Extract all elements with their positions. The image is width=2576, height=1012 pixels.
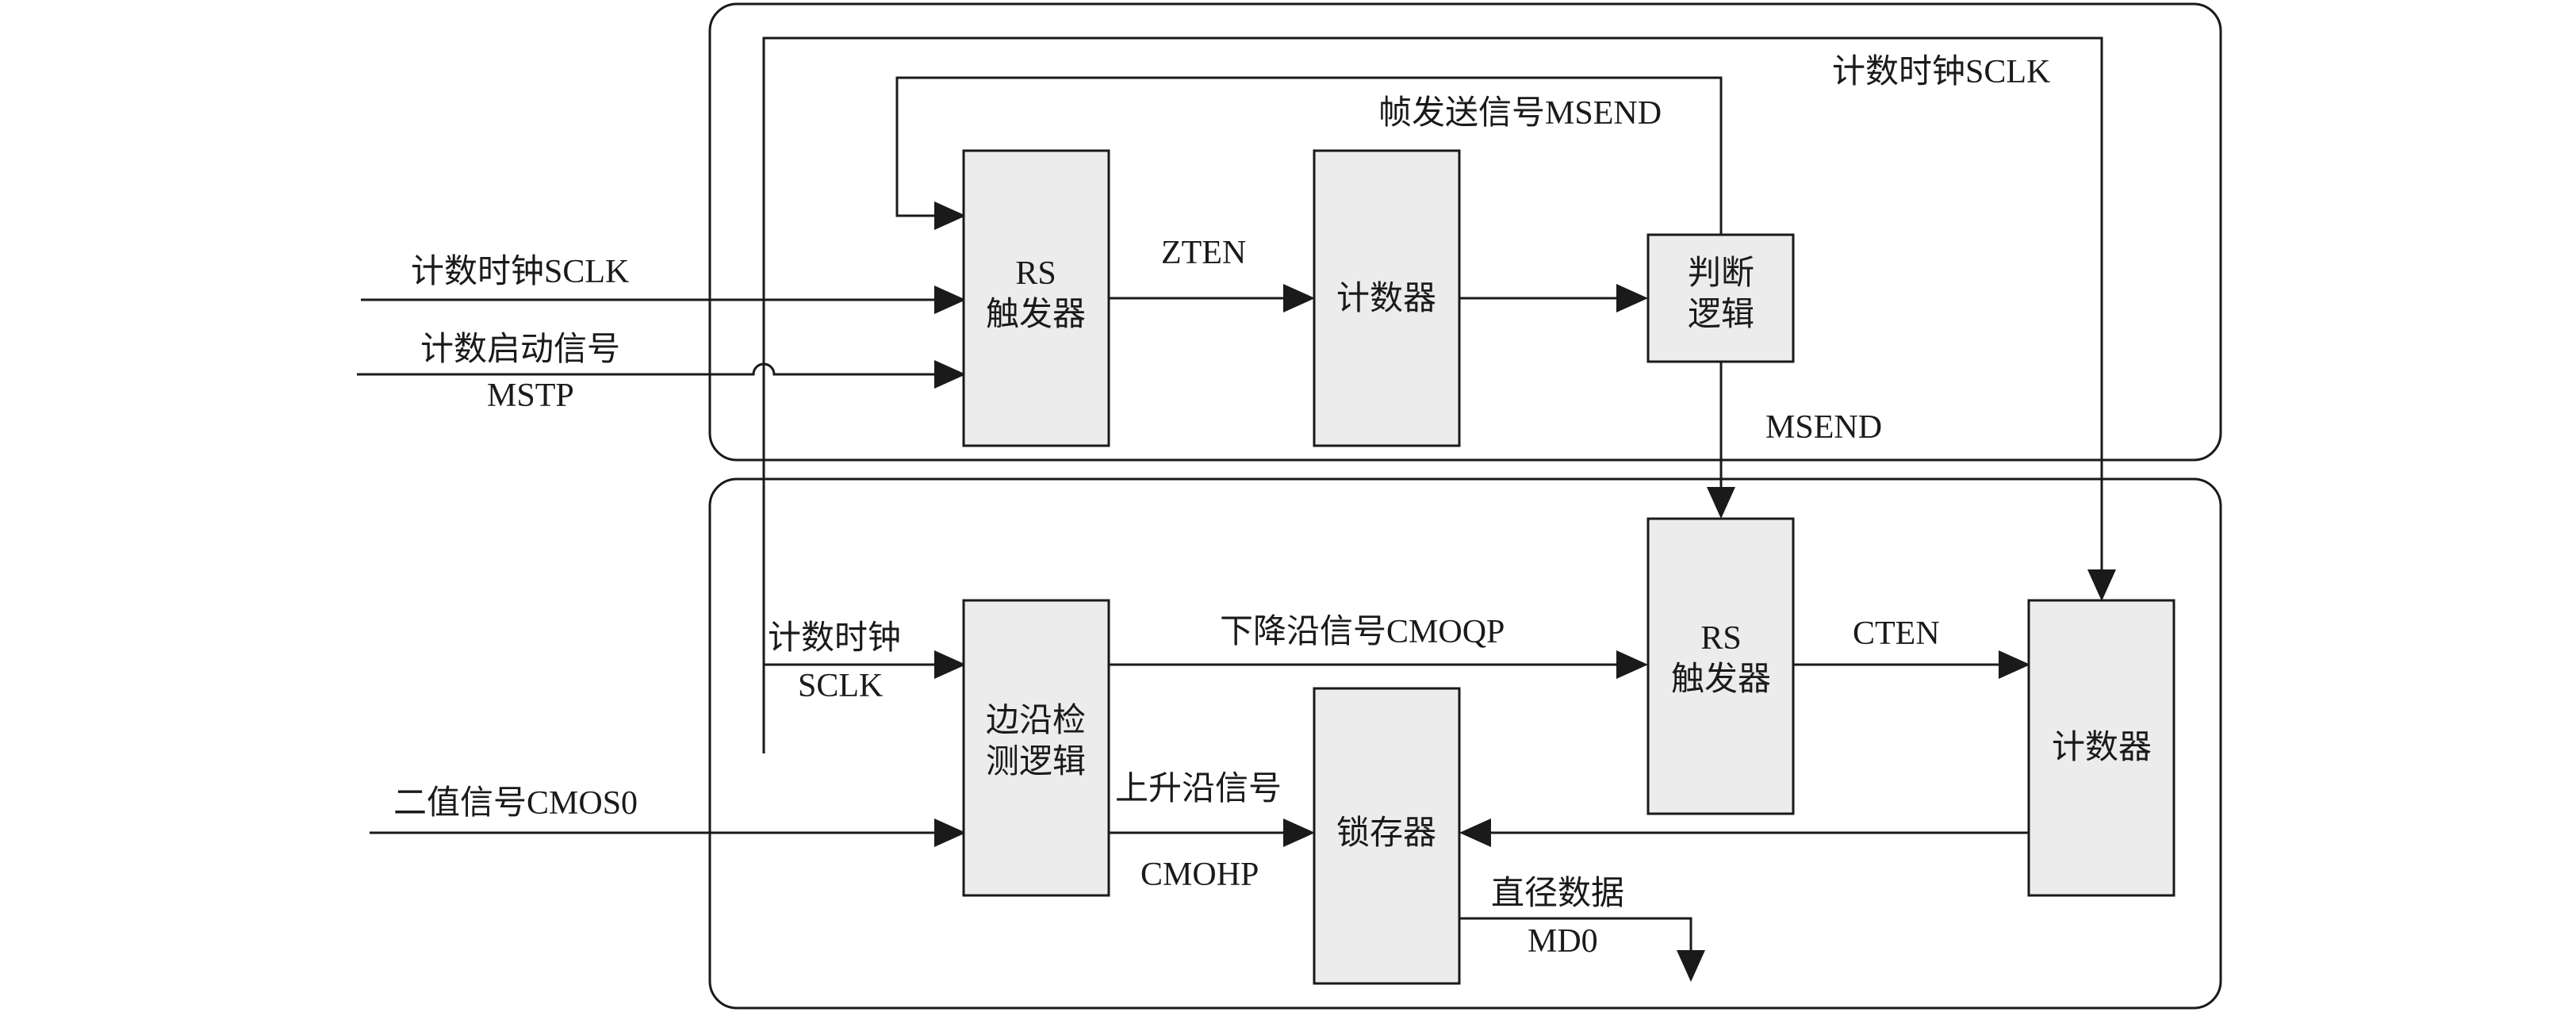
edge-label-line1: 边沿检 [986,702,1086,739]
diameter-output-wire [1459,917,1692,952]
arrow-sclk-edge [934,650,966,679]
arrow-judge [1616,284,1648,312]
rs2-label-line1: RS [1700,620,1741,657]
arrow-rising [1283,818,1315,847]
binary-label: 二值信号CMOS0 [393,785,638,822]
rs-flipflop-1-block [962,149,1110,447]
arrow-counter2-latch [1459,818,1491,847]
sclk-distribution-wire [762,36,2103,753]
edge-label-line2: 测逻辑 [986,744,1086,780]
sclk-lower-label-line1: 计数时钟 [768,620,901,657]
arrow-binary [934,818,966,847]
rs1-label-line1: RS [1015,255,1056,292]
arrow-cten [1999,650,2030,679]
edge-detector-block [962,599,1110,897]
rs2-label-line2: 触发器 [1671,661,1771,698]
judge-logic-block [1646,233,1795,363]
falling-edge-label: 下降沿信号CMOQP [1220,614,1505,650]
upper-group-frame [708,2,2222,462]
arrow-falling-rs2 [1616,650,1648,679]
diameter-label-line1: 直径数据 [1491,876,1624,912]
counter-1-block [1313,149,1461,447]
msend-frame-label: 帧发送信号MSEND [1378,95,1662,132]
latch-label: 锁存器 [1336,815,1436,852]
rs-flipflop-2-block [1646,517,1795,815]
arrow-sclk-counter2 [2087,569,2116,601]
start-label-line2: MSTP [487,378,574,414]
arrow-mstp-rs1 [934,360,966,389]
sclk-lower-label-line2: SCLK [798,668,883,704]
start-label-line1: 计数启动信号 [420,332,620,368]
arrow-msend [1707,487,1735,519]
latch-block [1313,687,1461,985]
lower-group-frame [708,477,2222,1010]
counter1-label: 计数器 [1336,281,1436,317]
arrow-sclk-rs1 [934,286,966,314]
zten-label: ZTEN [1161,235,1246,271]
arrow-zten [1283,284,1315,312]
msend-feedback-wire [895,76,1723,235]
sclk-input-label: 计数时钟SCLK [411,254,629,290]
rising-edge-label-line1: 上升沿信号 [1115,771,1282,807]
mstp-input-wire [357,362,944,376]
msend-label: MSEND [1765,409,1882,446]
sclk-top-label: 计数时钟SCLK [1832,54,2050,90]
judge-label-line2: 逻辑 [1688,297,1754,333]
judge-label-line1: 判断 [1688,255,1754,292]
cten-label: CTEN [1853,615,1940,652]
diameter-label-line2: MD0 [1528,923,1598,960]
arrow-diameter [1677,950,1705,982]
arrow-feedback-rs1 [934,201,966,230]
counter-2-block [2027,599,2175,897]
rising-edge-label-line2: CMOHP [1140,857,1259,893]
counter2-label: 计数器 [2052,730,2152,766]
rs1-label-line2: 触发器 [986,297,1086,333]
